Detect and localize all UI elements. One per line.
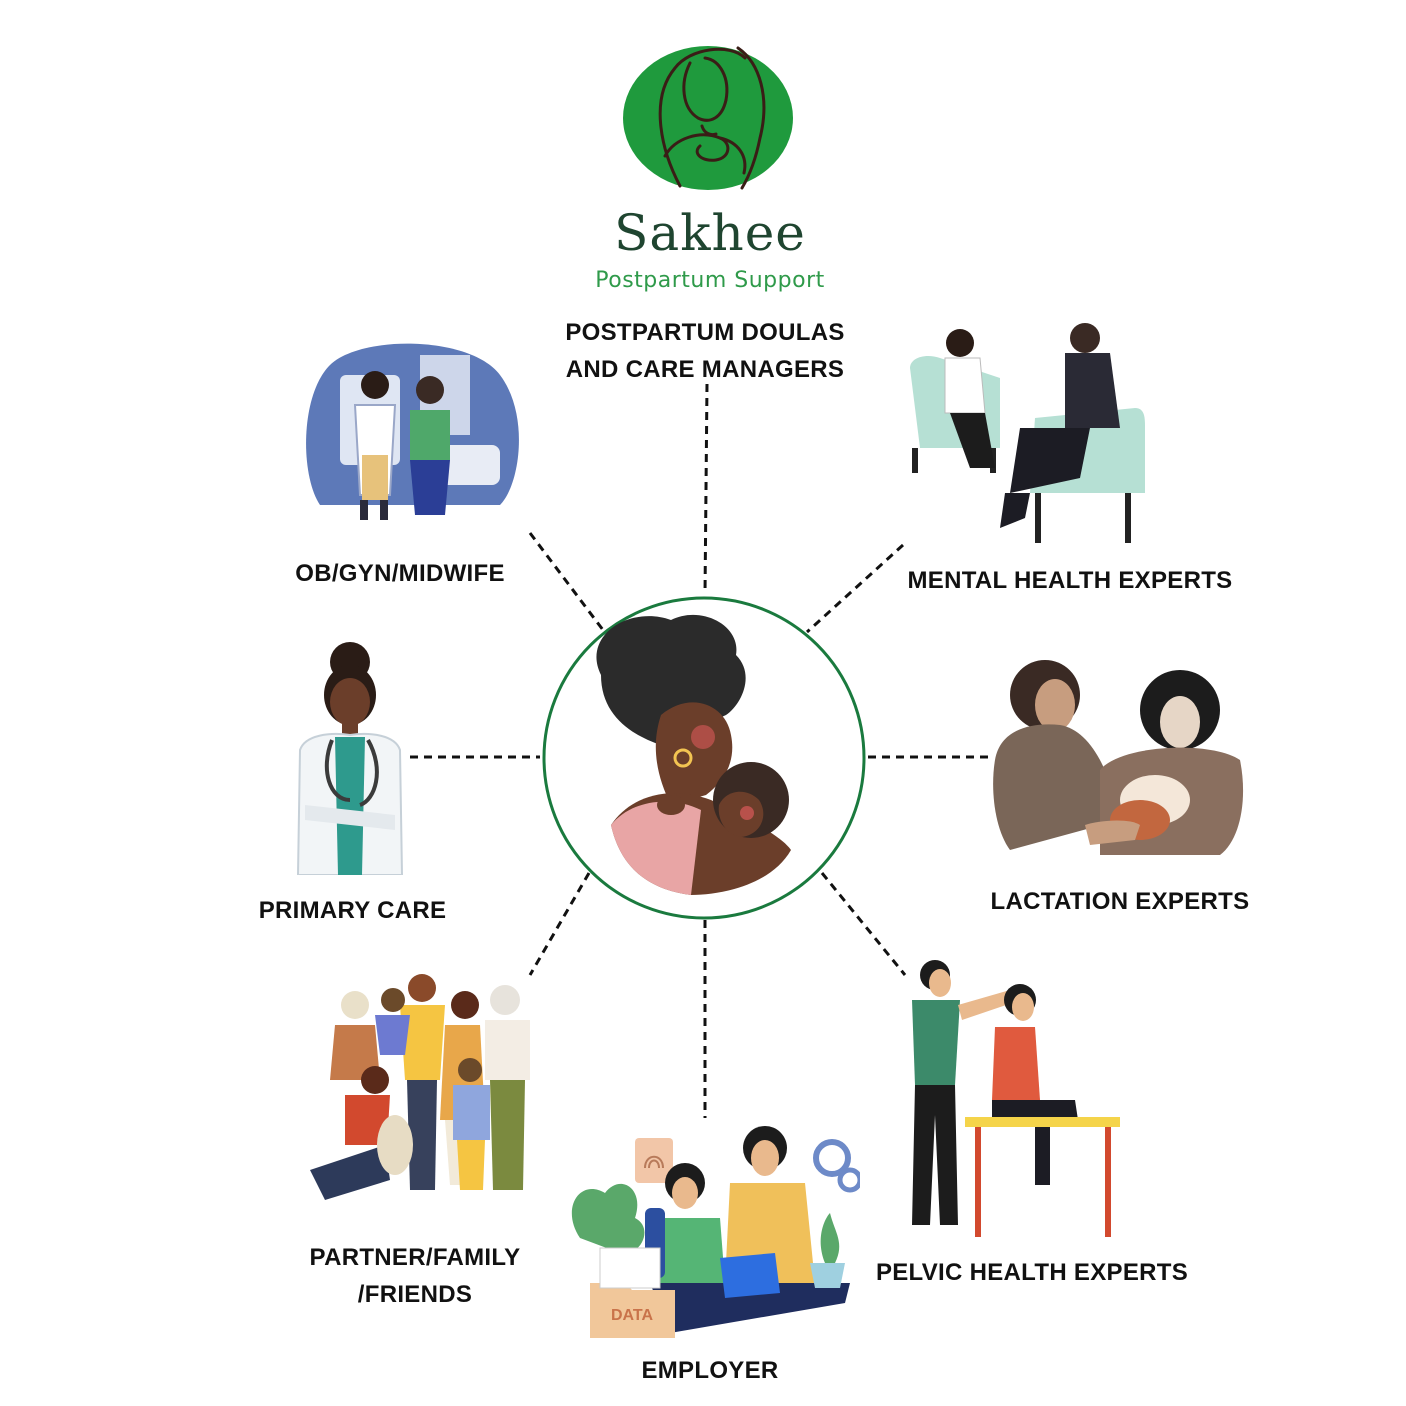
data-folder-text: DATA — [611, 1307, 654, 1324]
label-employer: EMPLOYER — [610, 1352, 810, 1389]
lactation-support-icon — [990, 650, 1248, 865]
label-mental-line-1: MENTAL HEALTH EXPERTS — [890, 562, 1250, 599]
label-employer-line-1: EMPLOYER — [610, 1352, 810, 1389]
brand-name: Sakhee — [560, 204, 860, 262]
center-mother-baby — [541, 595, 867, 921]
label-obgyn: OB/GYN/MIDWIFE — [270, 555, 530, 592]
label-mental: MENTAL HEALTH EXPERTS — [890, 562, 1250, 599]
label-primary: PRIMARY CARE — [230, 892, 475, 929]
doctor-icon — [290, 640, 410, 875]
therapy-session-icon — [900, 318, 1150, 550]
family-group-icon — [295, 970, 535, 1210]
label-family-line-1: PARTNER/FAMILY — [285, 1239, 545, 1276]
connector-doulas — [705, 384, 707, 594]
sakhee-logo-icon — [620, 38, 796, 190]
physiotherapy-icon — [900, 955, 1130, 1245]
label-doulas-line-2: AND CARE MANAGERS — [535, 351, 875, 388]
label-obgyn-line-1: OB/GYN/MIDWIFE — [270, 555, 530, 592]
label-lactation: LACTATION EXPERTS — [970, 883, 1270, 920]
label-doulas: POSTPARTUM DOULAS AND CARE MANAGERS — [535, 314, 875, 388]
label-doulas-line-1: POSTPARTUM DOULAS — [535, 314, 875, 351]
clinic-visit-icon — [300, 335, 530, 535]
label-family: PARTNER/FAMILY /FRIENDS — [285, 1239, 545, 1313]
office-desk-icon: DATA — [560, 1118, 860, 1348]
label-lactation-line-1: LACTATION EXPERTS — [970, 883, 1270, 920]
label-pelvic: PELVIC HEALTH EXPERTS — [862, 1254, 1202, 1291]
label-primary-line-1: PRIMARY CARE — [230, 892, 475, 929]
label-pelvic-line-1: PELVIC HEALTH EXPERTS — [862, 1254, 1202, 1291]
brand-tagline: Postpartum Support — [540, 268, 880, 293]
label-family-line-2: /FRIENDS — [285, 1276, 545, 1313]
